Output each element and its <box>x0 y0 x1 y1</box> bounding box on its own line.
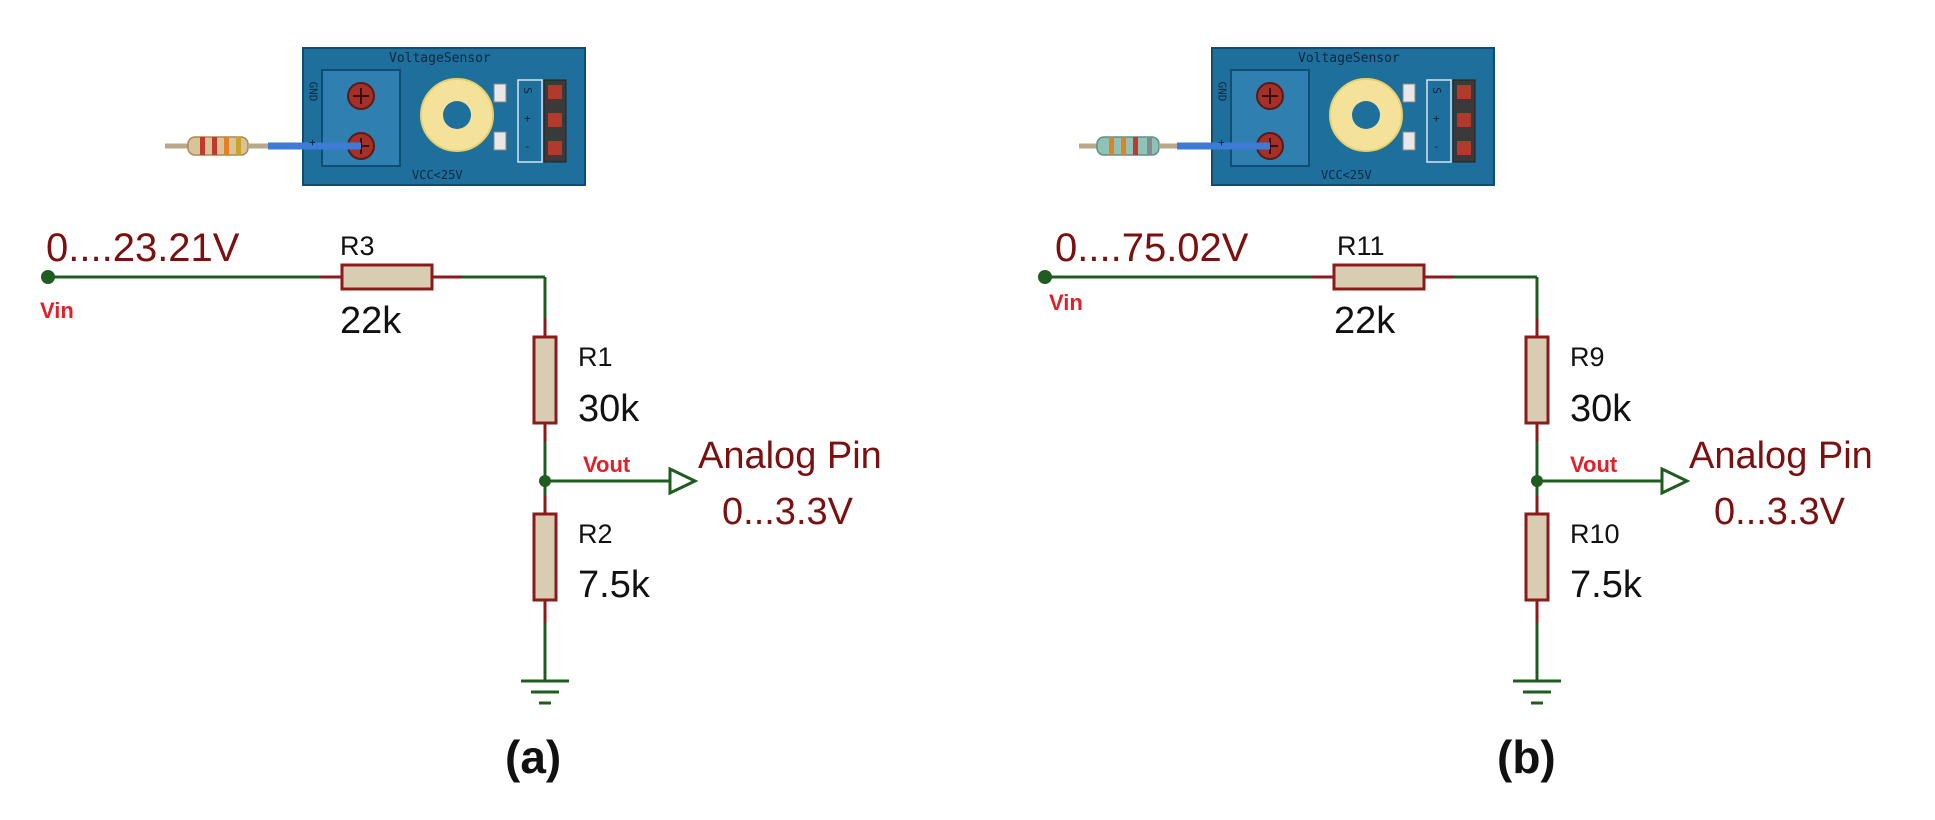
vout-label: Vout <box>1570 452 1618 477</box>
vin-label: Vin <box>1049 290 1083 315</box>
terminal-label-plus: + <box>1214 139 1228 146</box>
pin-label-box <box>1426 79 1452 163</box>
vout-junction <box>539 475 551 487</box>
resistor-r-series <box>340 263 434 291</box>
pin-label-plus: + <box>524 112 531 125</box>
mounting-hole-center <box>443 101 471 129</box>
pin-label-s: S <box>520 87 534 94</box>
smd-component <box>493 131 507 151</box>
header-pin <box>548 113 562 127</box>
r-series-value: 22k <box>1334 300 1396 342</box>
output-arrow-icon <box>1660 466 1691 496</box>
probe-resistor-icon <box>165 136 361 156</box>
resistor-leads <box>320 275 547 623</box>
r-lower-name: R2 <box>578 519 613 549</box>
output-arrow-icon <box>668 466 699 496</box>
output-range: 0...3.3V <box>1714 491 1845 533</box>
schematic-drawing <box>1038 47 1691 705</box>
r-upper-value: 30k <box>1570 388 1632 430</box>
output-title: Analog Pin <box>1689 435 1873 477</box>
header-pin <box>1457 141 1471 155</box>
r-series-value: 22k <box>340 300 402 342</box>
module-footer: VCC<25V <box>1321 168 1372 182</box>
output-range: 0...3.3V <box>722 491 853 533</box>
r-series-name: R11 <box>1337 231 1385 261</box>
schematic-drawing <box>41 47 699 705</box>
vin-node <box>1038 270 1052 284</box>
pin-label-minus: - <box>524 140 531 153</box>
header-pin <box>1457 113 1471 127</box>
vin-range: 0....75.02V <box>1055 226 1249 270</box>
resistor-r-upper <box>532 335 558 425</box>
terminal-label-gnd: GND <box>1215 81 1229 102</box>
pin-label-plus: + <box>1433 112 1440 125</box>
vin-node <box>41 270 55 284</box>
r-upper-name: R1 <box>578 342 613 372</box>
circuit-wires <box>1045 275 1662 681</box>
terminal-label-gnd: GND <box>306 81 320 102</box>
figure-caption: (b) <box>1497 731 1556 783</box>
circuit-panel-b: VoltageSensor VCC<25V GND + S + - 0....7… <box>1017 0 1935 820</box>
vin-range: 0....23.21V <box>46 226 240 270</box>
module-title: VoltageSensor <box>389 51 491 66</box>
ground-icon <box>1513 679 1561 705</box>
resistor-r-lower <box>532 512 558 602</box>
header-pin <box>548 141 562 155</box>
mounting-hole-center <box>1352 101 1380 129</box>
r-lower-value: 7.5k <box>578 564 650 606</box>
output-title: Analog Pin <box>698 435 882 477</box>
vout-label: Vout <box>583 452 631 477</box>
smd-component <box>493 83 507 103</box>
resistor-leads <box>1312 275 1539 623</box>
smd-component <box>1402 83 1416 103</box>
r-upper-name: R9 <box>1570 342 1605 372</box>
ground-icon <box>521 679 569 705</box>
figure-caption: (a) <box>505 731 562 783</box>
voltage-sensor-module <box>302 47 586 186</box>
header-pin <box>1457 85 1471 99</box>
terminal-label-plus: + <box>305 139 319 146</box>
header-pin <box>548 85 562 99</box>
r-upper-value: 30k <box>578 388 640 430</box>
module-footer: VCC<25V <box>412 168 463 182</box>
pin-label-box <box>517 79 543 163</box>
pin-label-minus: - <box>1433 140 1440 153</box>
voltage-sensor-module <box>1211 47 1495 186</box>
pin-label-s: S <box>1429 87 1443 94</box>
smd-component <box>1402 131 1416 151</box>
r-lower-name: R10 <box>1570 519 1620 549</box>
vout-junction <box>1531 475 1543 487</box>
probe-resistor-icon <box>1079 136 1270 156</box>
module-title: VoltageSensor <box>1298 51 1400 66</box>
r-lower-value: 7.5k <box>1570 564 1642 606</box>
vin-label: Vin <box>40 298 74 323</box>
resistor-r-lower <box>1524 512 1550 602</box>
resistor-r-upper <box>1524 335 1550 425</box>
resistor-r-series <box>1332 263 1426 291</box>
r-series-name: R3 <box>340 231 375 261</box>
circuit-panel-a: VoltageSensor VCC<25V GND + S + - 0....2… <box>0 0 967 820</box>
